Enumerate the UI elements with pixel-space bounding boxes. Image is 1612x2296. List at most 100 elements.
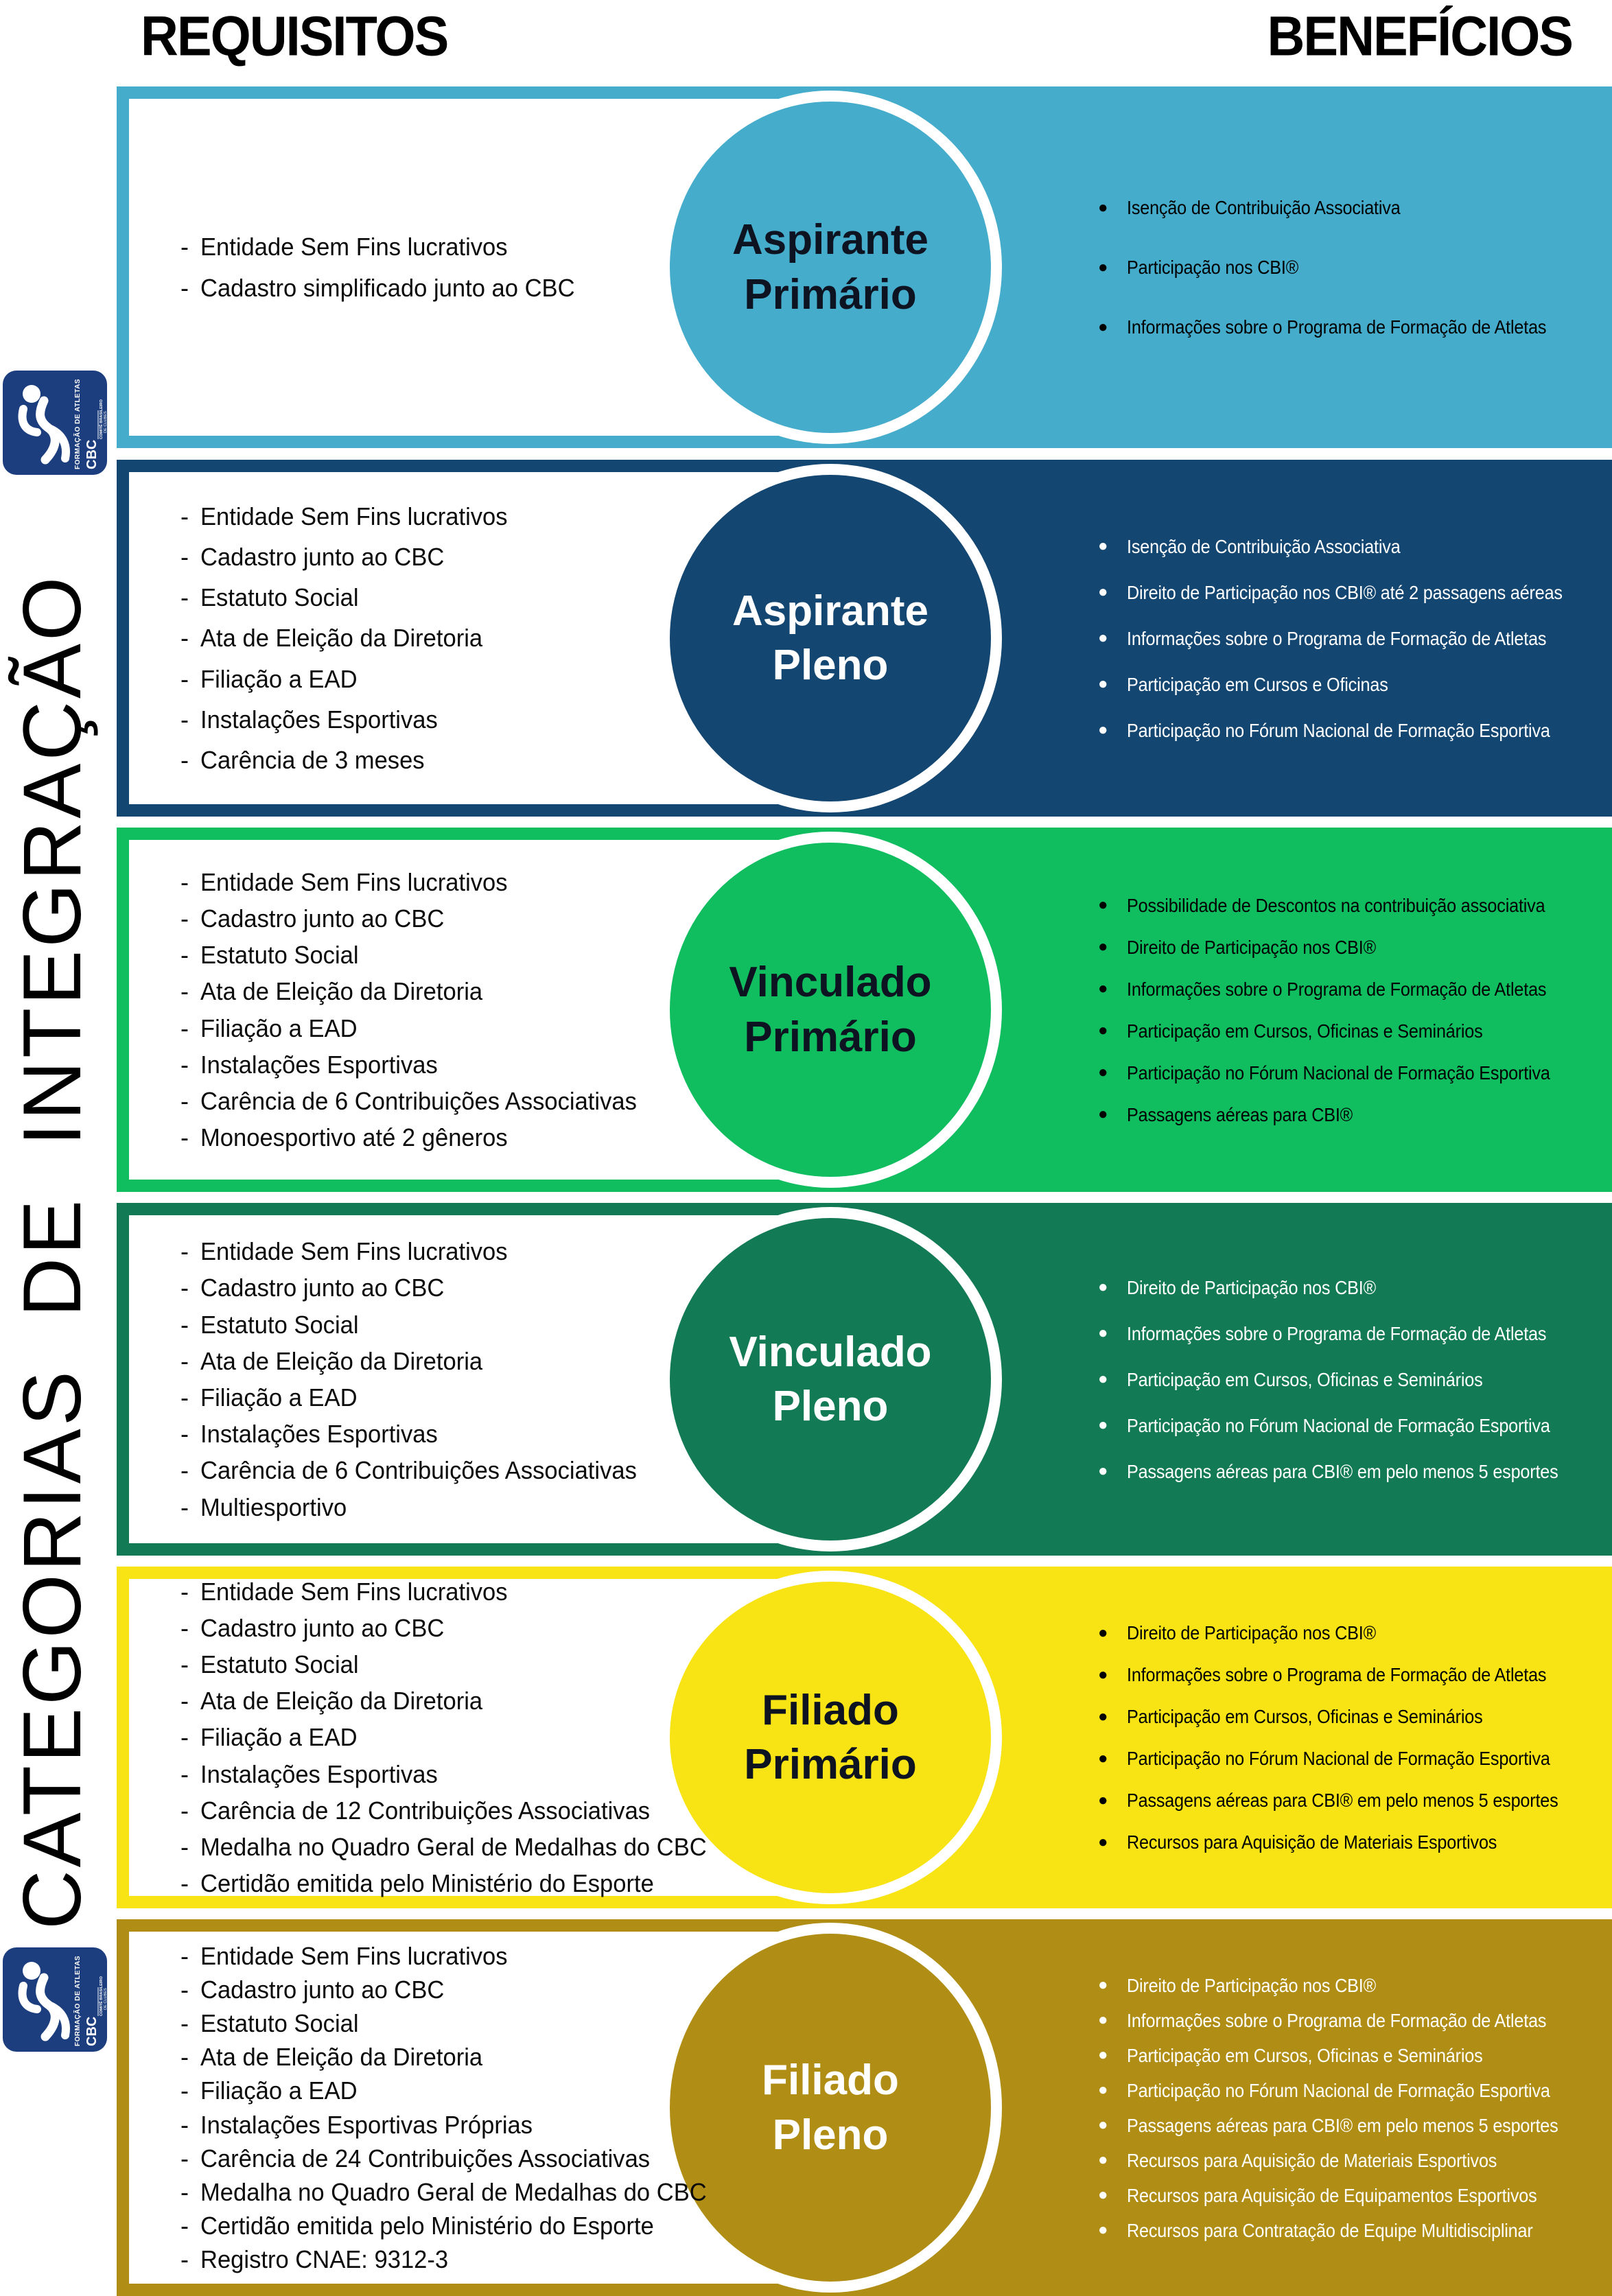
requirements-list: Entidade Sem Fins lucrativosCadastro jun…: [180, 840, 654, 1180]
requirement-text: Medalha no Quadro Geral de Medalhas do C…: [200, 2177, 707, 2206]
requirement-text: Filiação a EAD: [200, 1014, 358, 1042]
requirement-item: Ata de Eleição da Diretoria: [180, 623, 654, 653]
benefits-list: Direito de Participação nos CBI®Informaç…: [1098, 1932, 1590, 2284]
benefits-list: Possibilidade de Descontos na contribuiç…: [1098, 840, 1590, 1180]
category-name-line2: Pleno: [772, 642, 889, 689]
benefit-text: Passagens aéreas para CBI® em pelo menos…: [1126, 1460, 1558, 1482]
benefit-item: Participação em Cursos, Oficinas e Semin…: [1098, 1019, 1590, 1043]
requirement-item: Estatuto Social: [180, 583, 654, 612]
requirement-item: Certidão emitida pelo Ministério do Espo…: [180, 2211, 654, 2240]
requirement-item: Filiação a EAD: [180, 1014, 654, 1043]
requirement-text: Instalações Esportivas: [200, 1050, 438, 1079]
requirement-text: Certidão emitida pelo Ministério do Espo…: [200, 2212, 654, 2240]
requirement-text: Ata de Eleição da Diretoria: [200, 1346, 483, 1375]
category-name-line2: Primário: [744, 1013, 917, 1061]
benefit-text: Direito de Participação nos CBI®: [1126, 1622, 1376, 1643]
category-name-line2: Pleno: [772, 1383, 889, 1430]
beneficios-title: BENEFÍCIOS: [1267, 5, 1574, 68]
requirement-item: Cadastro junto ao CBC: [180, 904, 654, 933]
benefit-text: Participação nos CBI®: [1126, 257, 1298, 278]
benefit-item: Passagens aéreas para CBI® em pelo menos…: [1098, 1788, 1590, 1812]
requirement-item: Ata de Eleição da Diretoria: [180, 1686, 654, 1715]
benefit-item: Participação no Fórum Nacional de Formaç…: [1098, 1746, 1590, 1770]
category-name-line1: Aspirante: [732, 587, 928, 635]
benefit-text: Participação no Fórum Nacional de Formaç…: [1126, 2079, 1550, 2101]
benefit-text: Isenção de Contribuição Associativa: [1126, 535, 1401, 557]
requirement-text: Ata de Eleição da Diretoria: [200, 1687, 483, 1715]
requirement-text: Entidade Sem Fins lucrativos: [200, 502, 508, 530]
requirement-item: Registro CNAE: 9312-3: [180, 2245, 654, 2274]
requirements-list: Entidade Sem Fins lucrativosCadastro jun…: [180, 1578, 707, 1898]
requirement-text: Filiação a EAD: [200, 664, 358, 693]
requirement-item: Estatuto Social: [180, 1650, 654, 1679]
benefit-item: Passagens aéreas para CBI® em pelo menos…: [1098, 1460, 1590, 1484]
requirement-item: Entidade Sem Fins lucrativos: [180, 867, 654, 897]
benefit-item: Informações sobre o Programa de Formação…: [1098, 1322, 1590, 1346]
requirement-text: Ata de Eleição da Diretoria: [200, 2043, 483, 2072]
benefits-list: Isenção de Contribuição AssociativaParti…: [1098, 99, 1590, 436]
categories-vertical-title: CATEGORIAS DE INTEGRAÇÃO: [6, 574, 98, 1930]
benefit-item: Informações sobre o Programa de Formação…: [1098, 2008, 1590, 2033]
requirement-item: Carência de 3 meses: [180, 745, 654, 775]
requirement-item: Cadastro junto ao CBC: [180, 542, 654, 572]
benefit-item: Possibilidade de Descontos na contribuiç…: [1098, 893, 1590, 917]
requirements-list: Entidade Sem Fins lucrativosCadastro jun…: [180, 472, 654, 804]
benefit-text: Participação no Fórum Nacional de Formaç…: [1126, 1062, 1550, 1083]
category-name-line1: Filiado: [762, 2057, 899, 2105]
requirement-item: Cadastro junto ao CBC: [180, 1613, 654, 1643]
requirements-list: Entidade Sem Fins lucrativosCadastro sim…: [180, 99, 654, 436]
category-name-line2: Pleno: [772, 2111, 889, 2159]
requirement-text: Estatuto Social: [200, 1310, 359, 1339]
benefit-item: Direito de Participação nos CBI®: [1098, 935, 1590, 959]
benefit-text: Recursos para Contratação de Equipe Mult…: [1126, 2219, 1533, 2241]
requirement-text: Entidade Sem Fins lucrativos: [200, 233, 508, 261]
requirement-item: Estatuto Social: [180, 2008, 654, 2038]
benefit-item: Isenção de Contribuição Associativa: [1098, 196, 1590, 220]
benefit-item: Participação nos CBI®: [1098, 255, 1590, 279]
category-row-filiado-primario: Filiado Primário Entidade Sem Fins lucra…: [117, 1567, 1612, 1908]
benefit-text: Participação em Cursos, Oficinas e Semin…: [1126, 1706, 1483, 1727]
cbc-athlete-icon: [18, 1962, 70, 2041]
requirement-item: Entidade Sem Fins lucrativos: [180, 502, 654, 531]
benefit-item: Participação no Fórum Nacional de Formaç…: [1098, 1061, 1590, 1085]
requirement-text: Filiação a EAD: [200, 1383, 358, 1411]
category-row-vinculado-pleno: Vinculado Pleno Entidade Sem Fins lucrat…: [117, 1203, 1612, 1556]
requirement-text: Multiesportivo: [200, 1492, 347, 1521]
requirement-item: Monoesportivo até 2 gêneros: [180, 1123, 654, 1152]
requirement-text: Carência de 3 meses: [200, 745, 425, 774]
requirement-item: Ata de Eleição da Diretoria: [180, 1346, 654, 1376]
category-name-line1: Aspirante: [732, 216, 928, 264]
category-circle: Aspirante Pleno: [659, 463, 1002, 813]
requirement-item: Multiesportivo: [180, 1492, 654, 1522]
requirement-text: Carência de 6 Contribuições Associativas: [200, 1456, 637, 1485]
requirement-text: Estatuto Social: [200, 583, 359, 612]
benefit-item: Participação em Cursos e Oficinas: [1098, 672, 1590, 696]
benefit-item: Direito de Participação nos CBI®: [1098, 1621, 1590, 1645]
benefit-item: Direito de Participação nos CBI® até 2 p…: [1098, 581, 1590, 605]
requirement-text: Estatuto Social: [200, 1650, 359, 1679]
benefit-item: Direito de Participação nos CBI®: [1098, 1276, 1590, 1300]
requirement-text: Carência de 6 Contribuições Associativas: [200, 1086, 637, 1115]
benefit-item: Isenção de Contribuição Associativa: [1098, 535, 1590, 559]
requirement-item: Carência de 24 Contribuições Associativa…: [180, 2144, 654, 2173]
requirement-item: Filiação a EAD: [180, 1722, 654, 1752]
logo-program-text: FORMAÇÃO DE ATLETAS: [73, 1956, 82, 2046]
benefit-text: Recursos para Aquisição de Equipamentos …: [1126, 2184, 1537, 2206]
benefit-item: Informações sobre o Programa de Formação…: [1098, 626, 1590, 651]
requirement-item: Certidão emitida pelo Ministério do Espo…: [180, 1869, 654, 1898]
logo-acronym-text: CBC: [84, 2017, 100, 2046]
category-circle: Filiado Pleno: [659, 1923, 1002, 2293]
category-name: Vinculado Primário: [729, 955, 931, 1064]
benefit-item: Passagens aéreas para CBI®: [1098, 1103, 1590, 1127]
category-row-filiado-pleno: Filiado Pleno Entidade Sem Fins lucrativ…: [117, 1919, 1612, 2296]
requirement-text: Certidão emitida pelo Ministério do Espo…: [200, 1869, 654, 1898]
requirements-list: Entidade Sem Fins lucrativosCadastro jun…: [180, 1932, 707, 2284]
requirement-text: Entidade Sem Fins lucrativos: [200, 867, 508, 896]
cbc-logo: FORMAÇÃO DE ATLETAS CBC COMITÊ BRASILEIR…: [3, 371, 108, 475]
benefit-text: Informações sobre o Programa de Formação…: [1126, 627, 1547, 649]
category-name: Vinculado Pleno: [729, 1325, 931, 1434]
benefits-list: Direito de Participação nos CBI®Informaç…: [1098, 1579, 1590, 1896]
requirement-text: Estatuto Social: [200, 941, 359, 970]
benefit-text: Passagens aéreas para CBI® em pelo menos…: [1126, 2114, 1558, 2136]
benefit-item: Participação em Cursos, Oficinas e Semin…: [1098, 1705, 1590, 1729]
